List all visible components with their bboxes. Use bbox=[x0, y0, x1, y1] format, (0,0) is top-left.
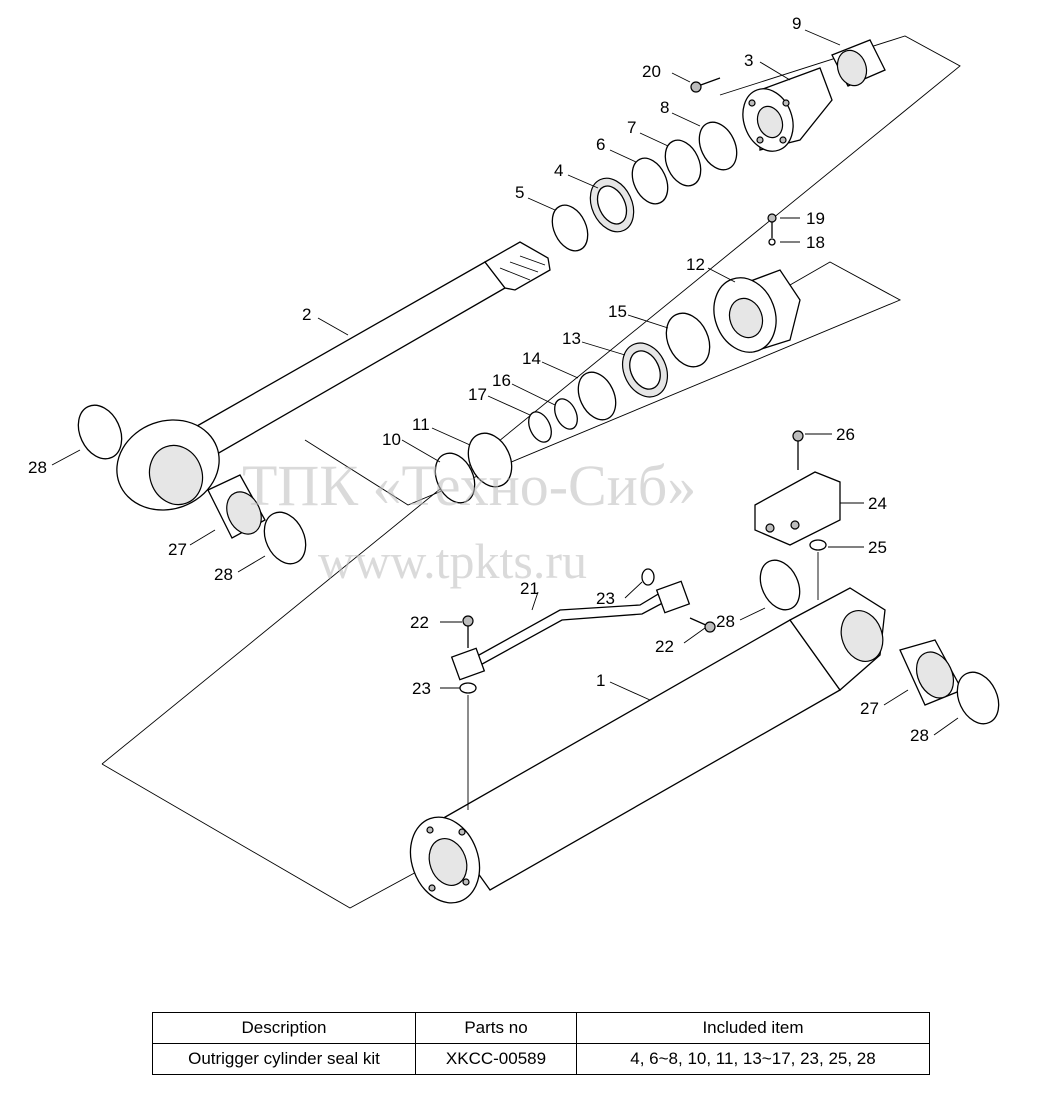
o-ring-23-right bbox=[641, 568, 655, 586]
leader-lines bbox=[51, 29, 959, 736]
ball-18 bbox=[768, 238, 776, 246]
piston-group-outline bbox=[304, 261, 902, 506]
header-description: Description bbox=[152, 1012, 416, 1044]
rod-head bbox=[742, 67, 833, 152]
callout-14: 14 bbox=[522, 349, 541, 368]
cylinder-tube bbox=[409, 587, 886, 904]
callout-9: 9 bbox=[792, 14, 801, 33]
callout-19: 19 bbox=[806, 209, 825, 228]
callout-4: 4 bbox=[554, 161, 563, 180]
seal-ring-7 bbox=[664, 139, 702, 187]
callout-10: 10 bbox=[382, 430, 401, 449]
seal-ring-6 bbox=[631, 157, 669, 205]
callout-28-rod-right: 28 bbox=[214, 565, 233, 584]
piston-rod bbox=[116, 241, 551, 511]
callout-28-tube-port: 28 bbox=[716, 612, 735, 631]
piston-12 bbox=[713, 269, 801, 353]
callout-22-left: 22 bbox=[410, 613, 429, 632]
bushing-9 bbox=[831, 39, 886, 87]
seal-ring-13 bbox=[621, 342, 669, 398]
o-ring-25 bbox=[809, 539, 827, 551]
watermark-company: ТПК «Техно-Сиб» bbox=[242, 453, 696, 518]
bolt-20 bbox=[690, 77, 721, 93]
table-row: Outrigger cylinder seal kit XKCC-00589 4… bbox=[152, 1043, 930, 1075]
callout-6: 6 bbox=[596, 135, 605, 154]
callout-5: 5 bbox=[515, 183, 524, 202]
callout-20: 20 bbox=[642, 62, 661, 81]
callout-18: 18 bbox=[806, 233, 825, 252]
table-header-row: Description Parts no Included item bbox=[152, 1012, 930, 1044]
header-parts-no: Parts no bbox=[415, 1012, 577, 1044]
cell-included-item: 4, 6~8, 10, 11, 13~17, 23, 25, 28 bbox=[576, 1043, 930, 1075]
callout-15: 15 bbox=[608, 302, 627, 321]
o-ring-23-left bbox=[459, 682, 477, 694]
seal-ring-11 bbox=[467, 432, 513, 488]
callout-13: 13 bbox=[562, 329, 581, 348]
valve-block-24 bbox=[754, 471, 841, 546]
callout-2: 2 bbox=[302, 305, 311, 324]
bushing-27-tube bbox=[899, 639, 963, 706]
exploded-parts-diagram: ТПК «Техно-Сиб» www.tpkts.ru 1 2 3 4 5 6… bbox=[28, 14, 1000, 909]
bushing-27-rod bbox=[207, 474, 266, 539]
callout-16: 16 bbox=[492, 371, 511, 390]
bolt-22-right bbox=[689, 617, 716, 633]
ring-28-rod-right bbox=[263, 511, 307, 565]
ring-28-tube-port bbox=[759, 559, 801, 611]
callout-8: 8 bbox=[660, 98, 669, 117]
callout-17: 17 bbox=[468, 385, 487, 404]
callout-28-rod-left: 28 bbox=[28, 458, 47, 477]
ring-28-tube-right bbox=[956, 671, 1000, 725]
header-included-item: Included item bbox=[576, 1012, 930, 1044]
cell-description: Outrigger cylinder seal kit bbox=[152, 1043, 416, 1075]
cell-parts-no: XKCC-00589 bbox=[415, 1043, 577, 1075]
callout-28-tube-right: 28 bbox=[910, 726, 929, 745]
seal-ring-4 bbox=[589, 177, 635, 233]
callout-24: 24 bbox=[868, 494, 887, 513]
bolt-22-left bbox=[462, 615, 474, 648]
callout-22-right: 22 bbox=[655, 637, 674, 656]
seal-ring-16 bbox=[554, 398, 578, 430]
set-screw-19 bbox=[767, 213, 777, 238]
callout-21: 21 bbox=[520, 579, 539, 598]
seal-ring-17 bbox=[528, 411, 552, 443]
callout-23-right: 23 bbox=[596, 589, 615, 608]
callout-11: 11 bbox=[412, 415, 430, 434]
seal-ring-8 bbox=[698, 121, 738, 171]
rod-group-outline-lower bbox=[101, 763, 421, 909]
seal-kit-table: Description Parts no Included item Outri… bbox=[152, 1012, 930, 1075]
callout-3: 3 bbox=[744, 51, 753, 70]
ring-28-rod-left bbox=[77, 404, 123, 460]
bolt-26 bbox=[792, 430, 804, 470]
seal-ring-5 bbox=[551, 204, 589, 252]
watermark-url: www.tpkts.ru bbox=[318, 533, 587, 589]
callout-7: 7 bbox=[627, 118, 636, 137]
seal-ring-10 bbox=[434, 452, 476, 504]
callout-12: 12 bbox=[686, 255, 705, 274]
callout-27-tube: 27 bbox=[860, 699, 879, 718]
callout-26: 26 bbox=[836, 425, 855, 444]
callout-1: 1 bbox=[596, 671, 605, 690]
callout-23-left: 23 bbox=[412, 679, 431, 698]
seal-ring-15 bbox=[665, 312, 711, 368]
pipe-21 bbox=[450, 580, 691, 681]
callout-25: 25 bbox=[868, 538, 887, 557]
seal-ring-14 bbox=[577, 371, 617, 421]
callout-27-rod: 27 bbox=[168, 540, 187, 559]
